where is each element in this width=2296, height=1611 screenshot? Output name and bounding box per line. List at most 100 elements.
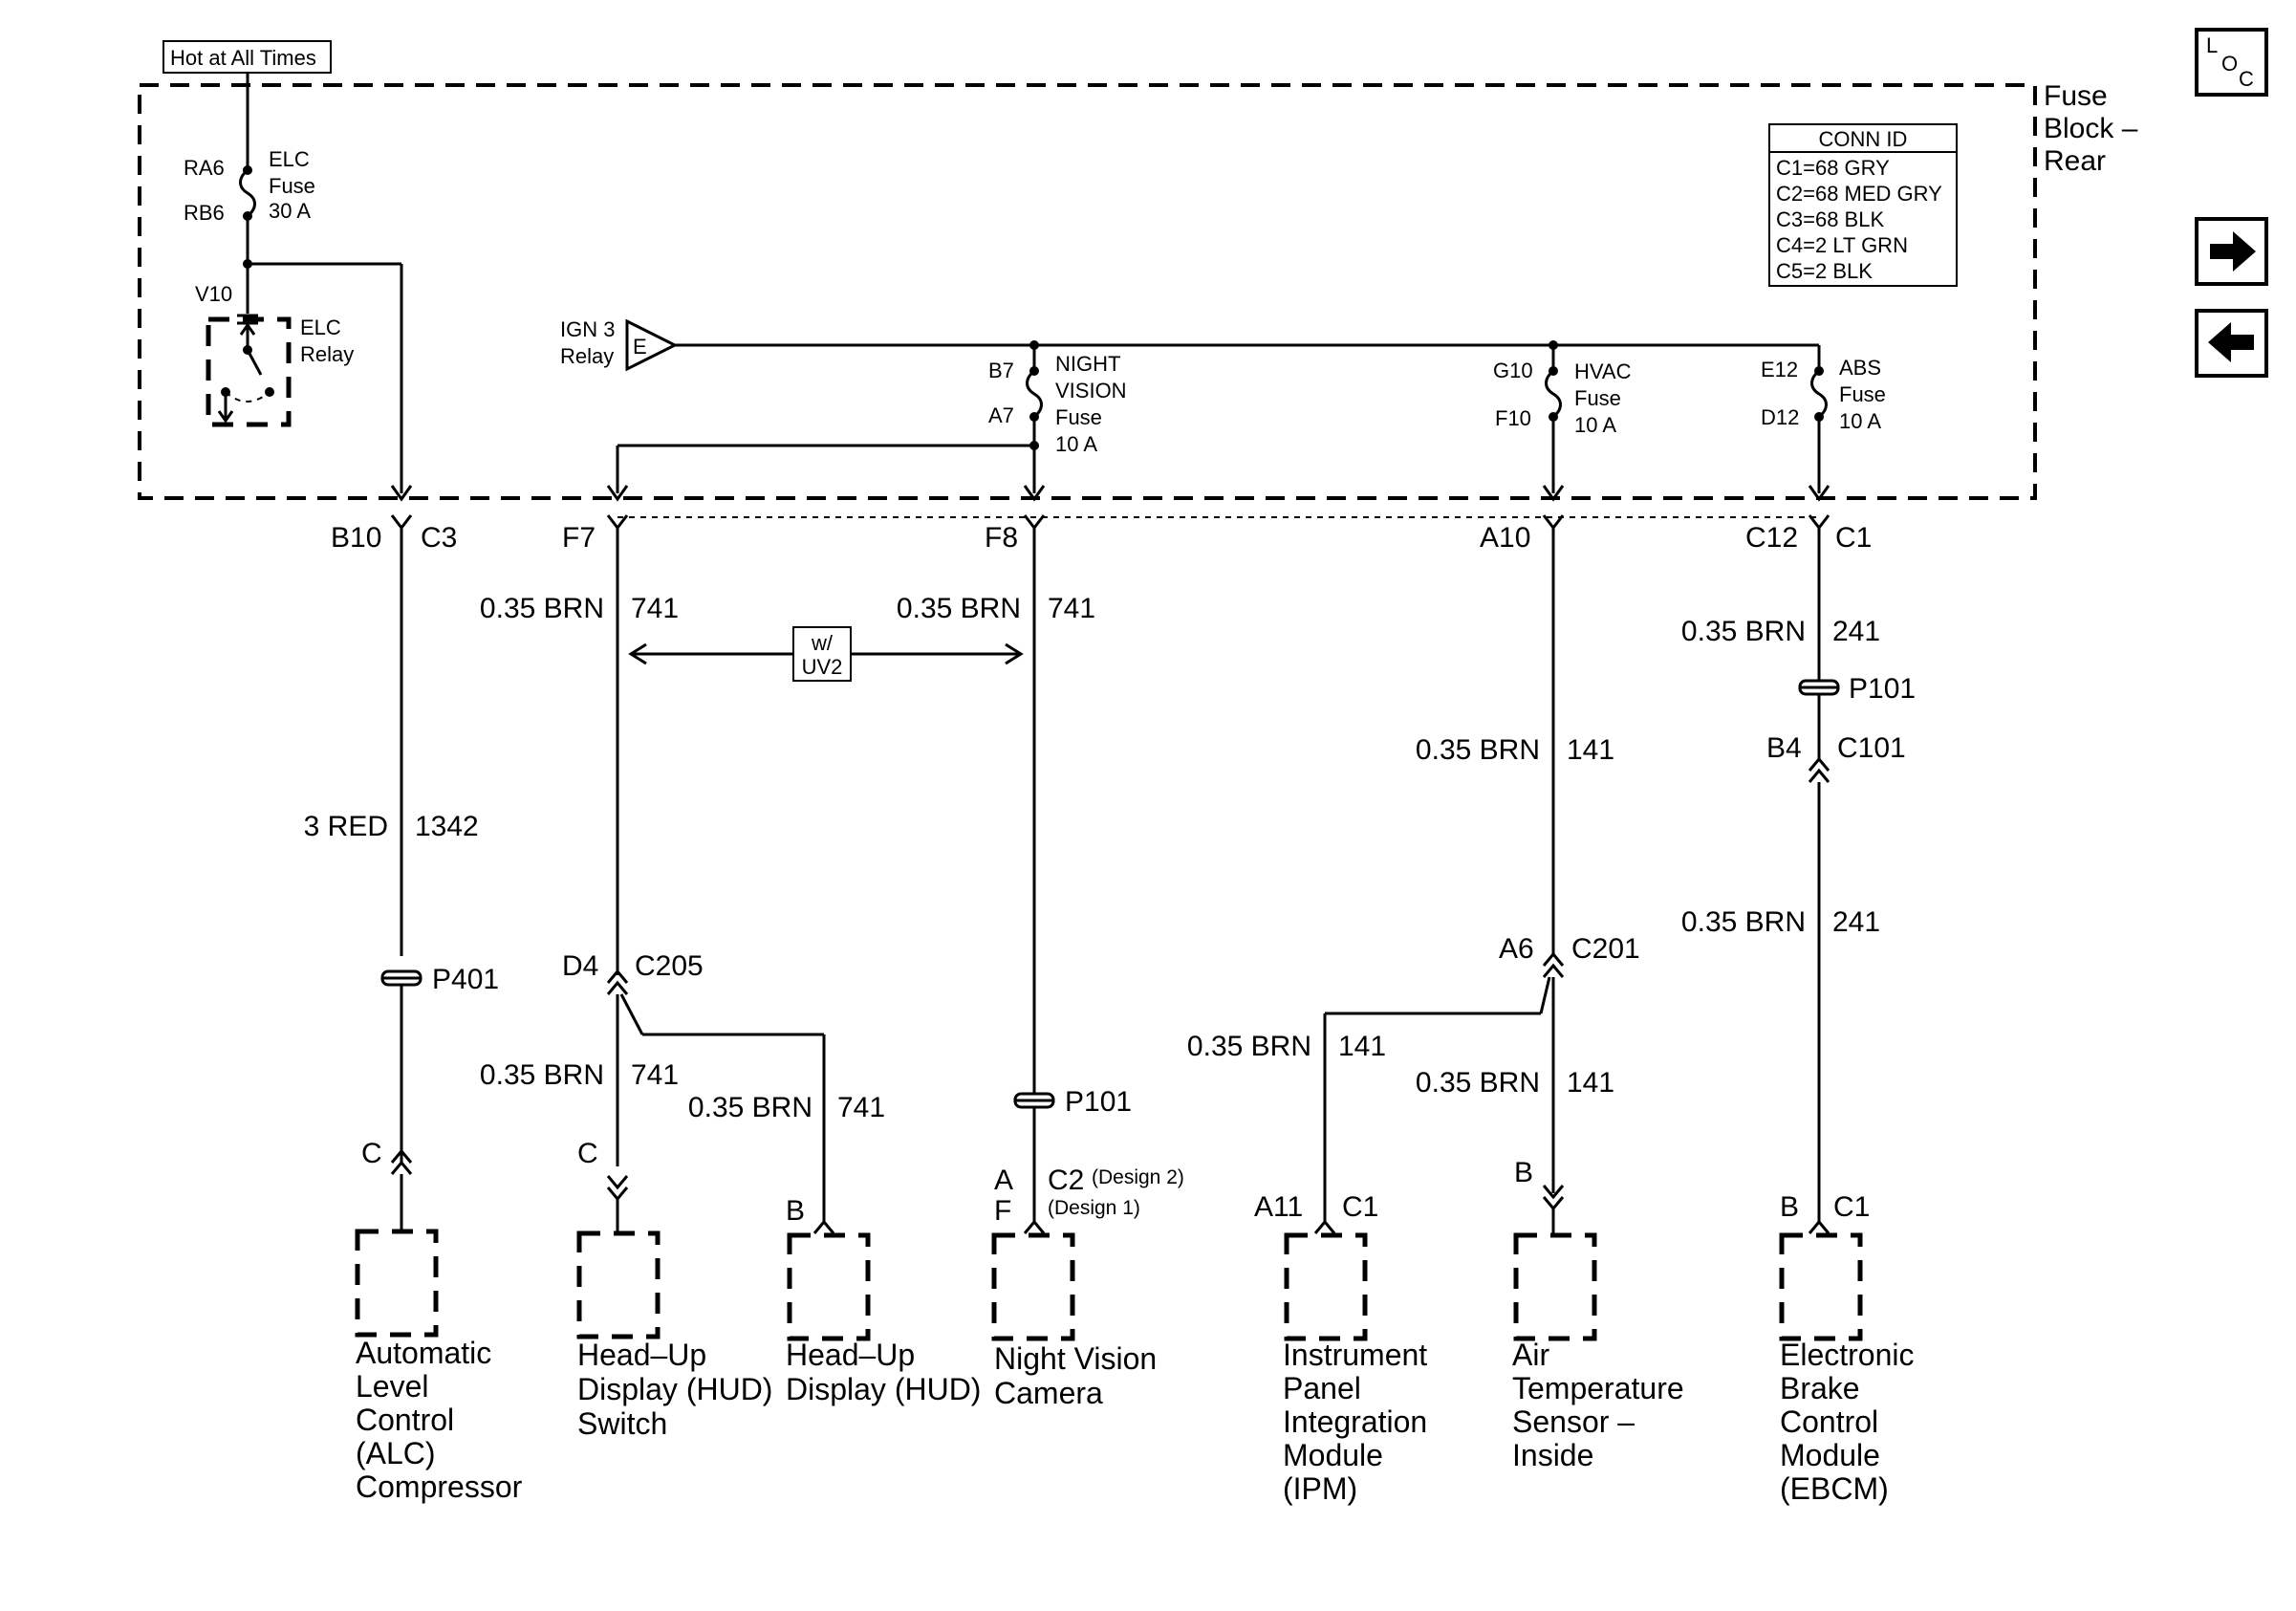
alc-pin: C: [361, 1138, 382, 1169]
hud-switch-pin: C: [577, 1138, 598, 1169]
night-vision-fuse-bottom-pin: A7: [988, 403, 1014, 427]
ebcm-box: [1779, 1232, 1863, 1341]
conn-id-title: CONN ID: [1819, 127, 1908, 151]
hvac-fuse-bottom-pin: F10: [1495, 406, 1531, 430]
camera-pin-bottom: F: [994, 1195, 1011, 1227]
wire-141-b-size: 0.35 BRN: [1187, 1031, 1311, 1062]
air-temp-pin: B: [1514, 1157, 1533, 1188]
ign-relay-line1: IGN 3: [560, 317, 615, 341]
p101-left-label: P101: [1065, 1086, 1132, 1118]
fuse-block-outline: [138, 83, 2037, 500]
terminal-b10: B10: [331, 522, 381, 554]
night-vision-fuse-icon: [1026, 369, 1043, 419]
night-vision-fuse-line1: NIGHT: [1055, 352, 1120, 376]
conn-id-table: CONN ID C1=68 GRY C2=68 MED GRY C3=68 BL…: [1768, 123, 1958, 287]
wire-1342-circuit: 1342: [415, 811, 479, 842]
loc-letter-o: O: [2221, 52, 2238, 76]
wire-241-b-circuit: 241: [1832, 906, 1880, 938]
ign-relay-triangle: [625, 318, 679, 372]
ipm-label-3: Integration: [1283, 1404, 1427, 1439]
p101-right-label: P101: [1849, 673, 1916, 705]
option-uv2-line1: w/: [811, 631, 834, 655]
hud-switch-label-1: Head–Up: [577, 1338, 706, 1372]
wire-741-c-circuit: 741: [631, 1059, 679, 1091]
elc-fuse-name: ELC: [269, 147, 310, 171]
wire-741-d-size: 0.35 BRN: [688, 1092, 812, 1123]
alc-compressor-box: [355, 1229, 439, 1338]
wire-741-c-size: 0.35 BRN: [480, 1059, 604, 1091]
hvac-fuse-top-pin: G10: [1493, 359, 1533, 382]
wire-741-a-size: 0.35 BRN: [480, 593, 604, 624]
c201-pin: A6: [1499, 933, 1534, 965]
hud-pin: B: [786, 1195, 805, 1227]
ipm-box: [1284, 1232, 1368, 1341]
hot-label: Hot at All Times: [170, 46, 316, 70]
ipm-conn: C1: [1342, 1191, 1378, 1223]
wire-1342-size: 3 RED: [304, 811, 388, 842]
loc-letter-l: L: [2206, 33, 2218, 57]
ebcm-label-1: Electronic: [1780, 1338, 1915, 1372]
forward-button[interactable]: [2195, 217, 2268, 286]
camera-label-1: Night Vision: [994, 1341, 1157, 1376]
wire-141-a-circuit: 141: [1567, 734, 1614, 766]
terminal-c12: C12: [1745, 522, 1798, 554]
wire-141-b-circuit: 141: [1338, 1031, 1386, 1062]
wire-141-c-circuit: 141: [1567, 1067, 1614, 1099]
c205-pin: D4: [562, 950, 598, 982]
abs-fuse-rating: 10 A: [1839, 409, 1881, 433]
elc-relay-name: ELC: [300, 316, 341, 339]
abs-fuse-type: Fuse: [1839, 382, 1886, 406]
c101-pin: B4: [1766, 732, 1802, 764]
elc-relay-pin: V10: [195, 282, 232, 306]
p401-label: P401: [432, 964, 499, 995]
elc-relay-box: [206, 316, 292, 427]
wire-741-d-circuit: 741: [837, 1092, 885, 1123]
ipm-label-5: (IPM): [1283, 1471, 1357, 1506]
ebcm-label-3: Control: [1780, 1404, 1878, 1439]
ebcm-label-4: Module: [1780, 1438, 1880, 1472]
arrow-right-icon: [2210, 231, 2256, 272]
ipm-pin: A11: [1254, 1191, 1303, 1223]
alc-label-4: (ALC): [356, 1436, 436, 1470]
hvac-fuse-name: HVAC: [1574, 359, 1632, 383]
abs-fuse-icon: [1810, 369, 1828, 419]
alc-label-1: Automatic: [356, 1336, 491, 1370]
conn-id-row: C4=2 LT GRN: [1776, 233, 1908, 257]
abs-fuse-bottom-pin: D12: [1761, 405, 1799, 429]
conn-id-row: C2=68 MED GRY: [1776, 182, 1942, 206]
terminal-a10: A10: [1480, 522, 1530, 554]
night-vision-fuse-rating: 10 A: [1055, 432, 1097, 456]
back-button[interactable]: [2195, 309, 2268, 378]
conn-id-row: C5=2 BLK: [1776, 259, 1873, 283]
ebcm-conn: C1: [1833, 1191, 1870, 1223]
wire-741-b-circuit: 741: [1048, 593, 1095, 624]
camera-conn-top-note: (Design 2): [1092, 1166, 1184, 1188]
elc-fuse-type: Fuse: [269, 174, 315, 198]
hud-switch-label-3: Switch: [577, 1406, 667, 1441]
abs-fuse-top-pin: E12: [1761, 358, 1798, 381]
loc-letter-c: C: [2239, 67, 2254, 91]
terminal-c1: C1: [1835, 522, 1872, 554]
air-temp-label-3: Sensor –: [1512, 1404, 1635, 1439]
fuse-block-title-2: Block –: [2044, 113, 2138, 144]
option-uv2-line2: UV2: [802, 655, 843, 679]
c101-label: C101: [1837, 732, 1906, 764]
abs-fuse-name: ABS: [1839, 356, 1881, 380]
hvac-fuse-type: Fuse: [1574, 386, 1621, 410]
elc-relay-type: Relay: [300, 342, 354, 366]
loc-button[interactable]: L O C: [2195, 28, 2268, 97]
ign-relay-line2: Relay: [560, 344, 614, 368]
wire-141-a-size: 0.35 BRN: [1416, 734, 1540, 766]
hud-switch-label-2: Display (HUD): [577, 1372, 772, 1406]
p401-connector: [380, 969, 422, 987]
elc-fuse-icon: [239, 168, 256, 218]
ebcm-label-2: Brake: [1780, 1371, 1860, 1405]
alc-label-2: Level: [356, 1369, 429, 1404]
elc-fuse-rating: 30 A: [269, 199, 311, 223]
wire-741-a-circuit: 741: [631, 593, 679, 624]
terminal-f8: F8: [985, 522, 1018, 554]
ign-relay-marker: E: [633, 335, 647, 359]
ipm-label-4: Module: [1283, 1438, 1383, 1472]
wire-741-b-size: 0.35 BRN: [897, 593, 1021, 624]
night-vision-fuse-top-pin: B7: [988, 359, 1014, 382]
